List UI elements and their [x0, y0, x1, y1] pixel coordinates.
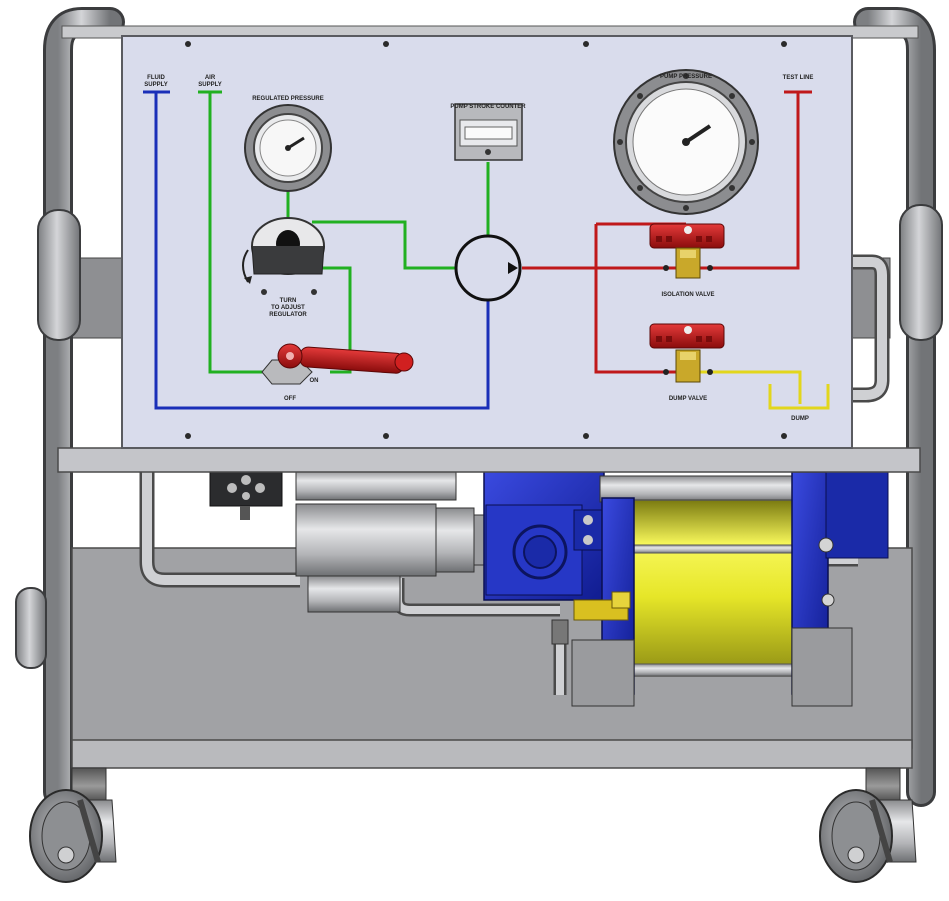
isolation-valve-label: ISOLATION VALVE — [661, 292, 714, 298]
air-supply-label-2: SUPPLY — [198, 82, 221, 88]
regulator-knob[interactable] — [242, 217, 325, 295]
off-label: OFF — [284, 396, 296, 402]
fluid-supply-label-2: SUPPLY — [144, 82, 167, 88]
stroke-counter — [454, 103, 523, 161]
fluid-supply-line — [143, 90, 490, 410]
dump-line — [700, 370, 830, 410]
caster-right — [819, 767, 917, 883]
caster-left — [29, 767, 117, 883]
air-supply-line — [198, 90, 490, 374]
pump-symbol — [454, 234, 522, 302]
dump-label: DUMP — [791, 416, 809, 422]
on-label: ON — [310, 378, 319, 384]
panel-labels: FLUID SUPPLY AIR SUPPLY REGULATED PRESSU… — [144, 74, 813, 422]
turn-regulator-label-1: TURN — [280, 298, 297, 304]
regulated-pressure-gauge — [244, 104, 332, 192]
test-line-label: TEST LINE — [783, 75, 814, 81]
turn-regulator-label-2: TO ADJUST — [271, 305, 305, 311]
fluid-supply-label-1: FLUID — [147, 75, 165, 81]
pump-pressure-label: PUMP PRESSURE — [660, 74, 712, 80]
turn-regulator-label-3: REGULATOR — [269, 312, 307, 318]
dump-valve[interactable] — [649, 323, 725, 383]
pump-pressure-gauge — [613, 69, 759, 215]
panel-shelf — [57, 447, 921, 473]
dump-valve-label: DUMP VALVE — [669, 396, 707, 402]
regulated-pressure-label: REGULATED PRESSURE — [252, 96, 324, 102]
air-supply-label-1: AIR — [205, 75, 216, 81]
air-supply-valve-handle[interactable] — [261, 343, 414, 385]
stroke-counter-label: PUMP STROKE COUNTER — [450, 104, 526, 110]
isolation-valve[interactable] — [649, 223, 725, 279]
